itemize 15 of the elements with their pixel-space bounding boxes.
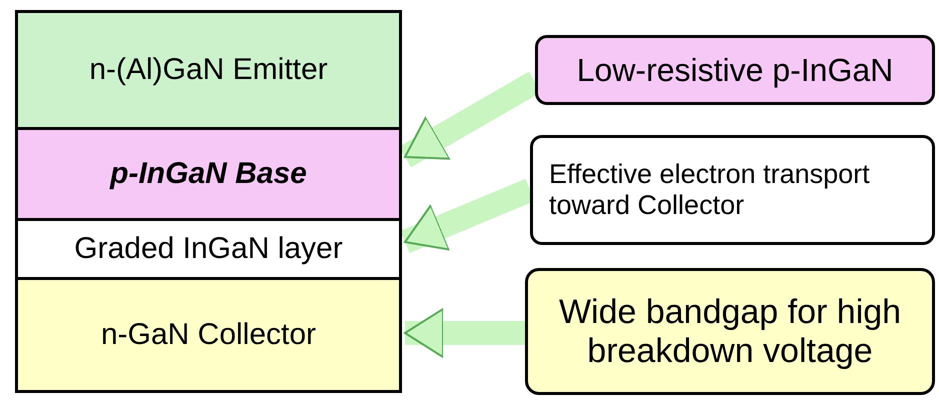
layer-label: Graded InGaN layer bbox=[74, 232, 343, 266]
layer-label: n-(Al)GaN Emitter bbox=[89, 53, 328, 87]
base-layer bbox=[15, 127, 402, 221]
emitter-layer bbox=[15, 10, 402, 130]
callout-box bbox=[525, 268, 935, 395]
block-arrow bbox=[404, 308, 525, 358]
callout-box bbox=[535, 35, 935, 105]
callout-text: Effective electron transport toward Collector bbox=[549, 159, 871, 221]
graded-layer bbox=[15, 218, 402, 280]
collector-layer bbox=[15, 277, 402, 393]
callout-text: Low-resistive p-InGaN bbox=[576, 52, 894, 88]
callout-text: Wide bandgap for high breakdown voltage bbox=[558, 292, 902, 370]
layer-label: p-InGaN Base bbox=[110, 157, 307, 191]
layer-label: n-GaN Collector bbox=[100, 318, 316, 352]
callout-box bbox=[530, 135, 935, 245]
